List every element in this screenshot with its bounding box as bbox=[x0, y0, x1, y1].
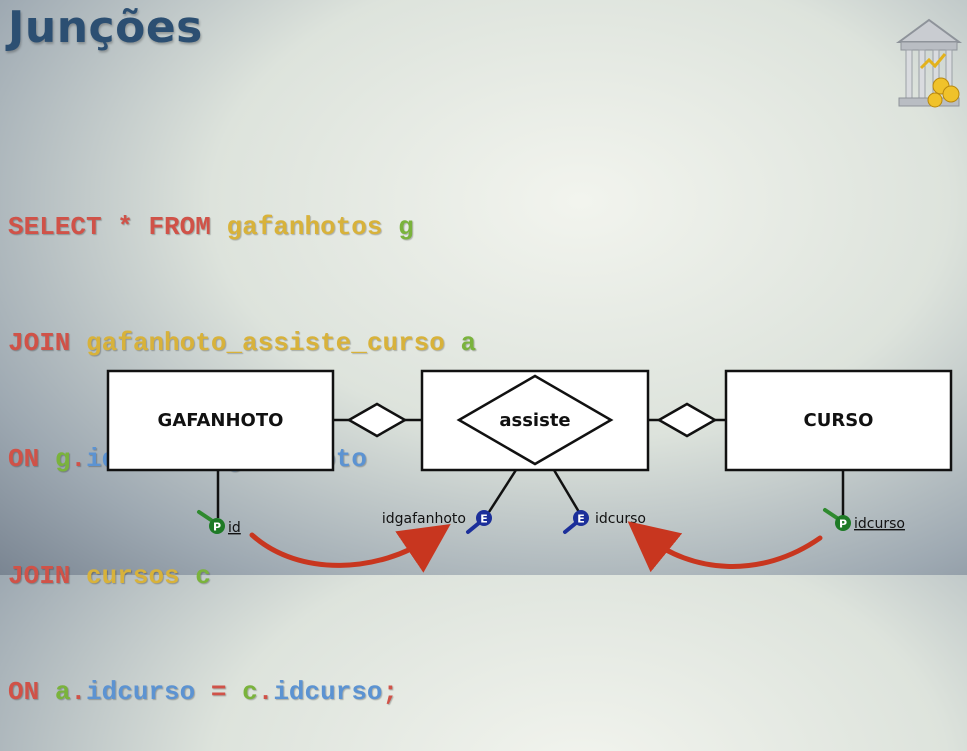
cardinality-diamond-left bbox=[346, 402, 408, 438]
svg-text:E: E bbox=[480, 513, 488, 526]
sql-column: idcurso bbox=[273, 677, 383, 708]
sql-table: gafanhotos bbox=[226, 211, 383, 242]
er-diagram: GAFANHOTO assiste CURSO P id idgafanhoto… bbox=[106, 369, 953, 573]
svg-text:P: P bbox=[839, 518, 847, 531]
join-arrow-left bbox=[249, 523, 451, 573]
svg-text:P: P bbox=[213, 521, 221, 534]
sql-alias: g bbox=[398, 211, 414, 242]
primary-key-icon: P bbox=[197, 510, 225, 534]
sql-star: * bbox=[117, 211, 133, 242]
sql-keyword: FROM bbox=[148, 211, 211, 242]
attr-idgafanhoto-label: idgafanhoto bbox=[382, 511, 466, 527]
attr-idcurso-pk-label: idcurso bbox=[854, 516, 905, 532]
entity-curso-label: CURSO bbox=[804, 410, 874, 431]
join-arrow-right bbox=[627, 521, 823, 573]
cardinality-diamond-right bbox=[656, 402, 718, 438]
attr-id-label: id bbox=[228, 520, 241, 536]
page-title: Junções bbox=[8, 2, 203, 53]
entity-curso bbox=[724, 369, 953, 472]
sql-keyword: SELECT bbox=[8, 211, 102, 242]
bank-building-icon bbox=[895, 18, 963, 108]
sql-alias: g bbox=[54, 444, 71, 475]
sql-column: idcurso bbox=[86, 677, 196, 708]
foreign-key-icon: E bbox=[563, 510, 589, 534]
foreign-key-icon: E bbox=[466, 510, 492, 534]
relationship-diamond bbox=[456, 374, 614, 466]
sql-line-2: JOIN gafanhoto_assiste_curso a bbox=[8, 324, 476, 363]
sql-line-5: ON a.idcurso = c.idcurso; bbox=[8, 677, 399, 708]
sql-keyword: ON bbox=[8, 677, 40, 708]
entity-gafanhoto-label: GAFANHOTO bbox=[158, 410, 284, 431]
sql-keyword: JOIN bbox=[8, 327, 71, 358]
sql-keyword: ON bbox=[8, 444, 40, 475]
sql-terminator: ; bbox=[382, 677, 399, 708]
svg-text:E: E bbox=[577, 513, 585, 526]
sql-alias: a bbox=[54, 677, 71, 708]
relationship-label: assiste bbox=[499, 410, 570, 431]
sql-alias: c bbox=[242, 677, 258, 708]
entity-gafanhoto bbox=[106, 369, 335, 472]
sql-operator: = bbox=[210, 677, 227, 708]
sql-alias: a bbox=[460, 327, 477, 358]
sql-line-1: SELECT * FROM gafanhotos g bbox=[8, 208, 476, 247]
primary-key-icon: P bbox=[823, 508, 851, 531]
attr-idcurso-fk-label: idcurso bbox=[595, 511, 646, 527]
sql-table: gafanhoto_assiste_curso bbox=[86, 327, 445, 358]
